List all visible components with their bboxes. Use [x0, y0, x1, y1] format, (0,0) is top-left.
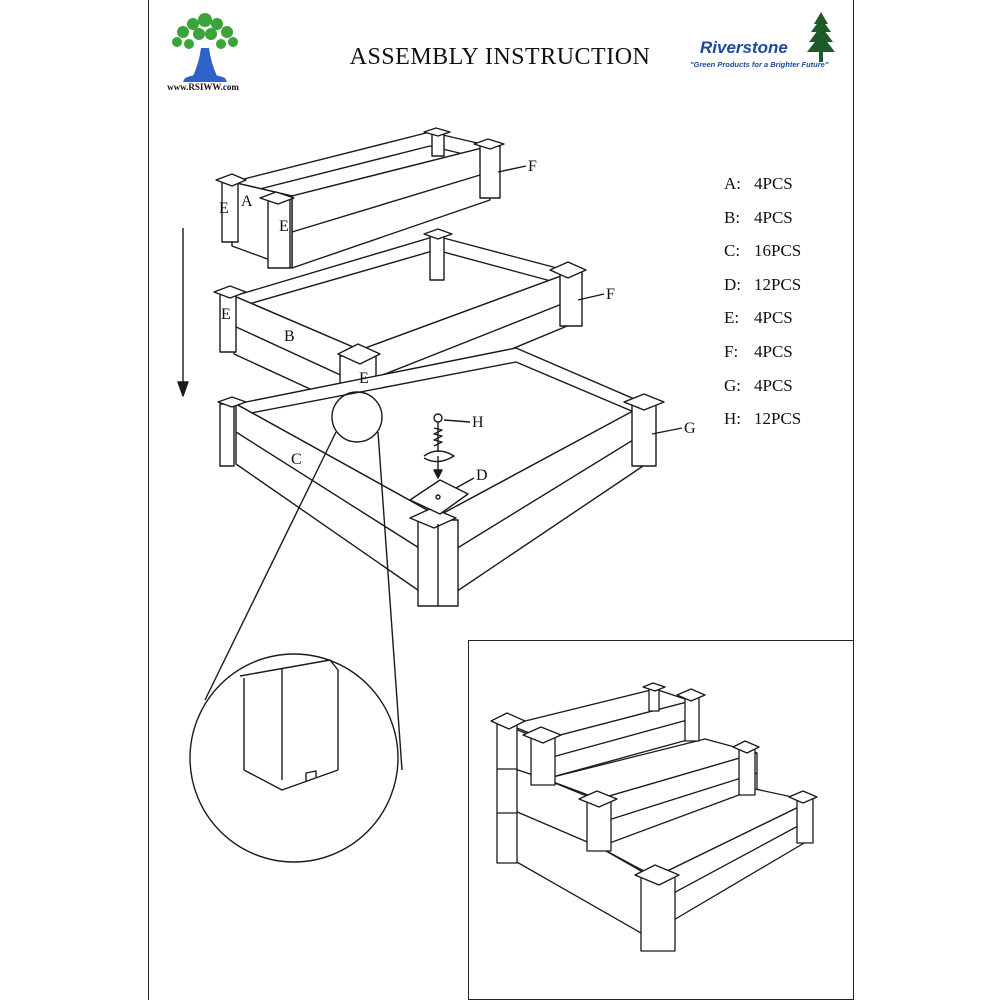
label-g: G — [684, 420, 696, 437]
pine-tree-icon — [807, 12, 835, 62]
bracket-plate-d — [409, 479, 469, 515]
label-d: D — [476, 467, 488, 484]
label-f: F — [528, 158, 537, 175]
label-h: H — [472, 414, 484, 431]
label-f: F — [606, 286, 615, 303]
rsiww-tree-logo — [172, 13, 238, 82]
parts-list-item: B:4PCS — [724, 207, 793, 227]
rsiww-url: www.RSIWW.com — [167, 82, 239, 92]
page-title: ASSEMBLY INSTRUCTION — [349, 44, 651, 70]
label-e: E — [219, 200, 229, 217]
parts-list-item: H:12PCS — [724, 409, 802, 429]
label-e: E — [221, 306, 231, 323]
brand-tagline: "Green Products for a Brighter Future" — [690, 60, 829, 69]
parts-list-item: C:16PCS — [724, 241, 802, 261]
page-frame — [148, 0, 854, 1000]
label-b: B — [284, 328, 295, 345]
top-tier — [215, 127, 505, 269]
parts-list-item: D:12PCS — [724, 274, 802, 294]
parts-list-item: E:4PCS — [724, 308, 793, 328]
brand-name: Riverstone — [700, 38, 788, 57]
zoom-detail-circle — [189, 653, 399, 863]
parts-list-item: G:4PCS — [724, 375, 793, 395]
finished-planter-illustration — [490, 682, 818, 952]
parts-list-item: F:4PCS — [724, 341, 793, 361]
screw-h-icon — [423, 413, 455, 479]
down-arrow-icon — [177, 228, 189, 397]
finished-assembly-panel — [468, 640, 854, 1000]
parts-list-item: A:4PCS — [724, 174, 793, 193]
bottom-tier — [217, 347, 665, 607]
parts-list: A:4PCS B:4PCS C:16PCS D:12PCS E:4PCS F:4… — [724, 174, 801, 443]
label-e: E — [359, 370, 369, 387]
label-a: A — [241, 193, 253, 210]
label-c: C — [291, 451, 302, 468]
label-e: E — [279, 218, 289, 235]
